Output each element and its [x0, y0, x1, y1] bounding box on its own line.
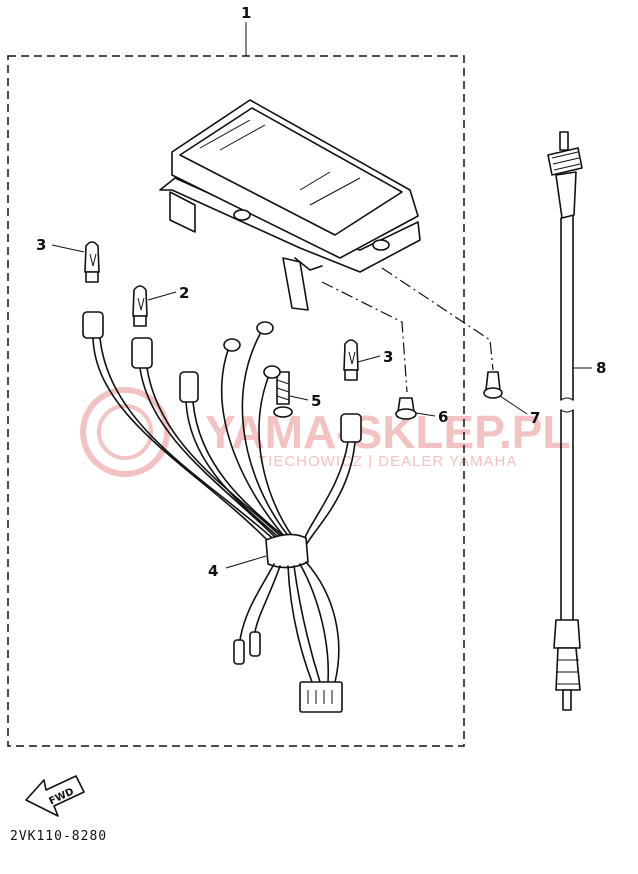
cable-upper-section: [560, 215, 574, 401]
ring-terminal-1: [223, 338, 241, 352]
callout-2-label: 2: [179, 284, 189, 302]
bulb-2: [132, 285, 148, 327]
callout-7-label: 7: [530, 409, 540, 427]
grommet-7: [483, 371, 503, 399]
callout-3-right: 3: [357, 348, 393, 366]
cable-core-tip: [559, 131, 569, 151]
watermark-logo: [80, 387, 170, 477]
align-line-6: [321, 281, 408, 393]
callout-3-left: 3: [36, 236, 85, 254]
align-line-7: [381, 267, 494, 371]
callout-3b-label: 3: [383, 348, 393, 366]
meter-cable-boss: [282, 257, 309, 311]
callout-5-label: 5: [311, 392, 321, 410]
meter-assembly: [159, 99, 421, 311]
callout-3a-label: 3: [36, 236, 46, 254]
meter-lens-glare: [199, 119, 361, 206]
screw-6: [395, 397, 417, 420]
meter-lens: [179, 107, 403, 236]
assembly-label: 1: [241, 4, 251, 22]
speedometer-cable: [547, 131, 583, 711]
watermark: YAMA-SKLEP.PL TIECHOWICZ | DEALER YAMAHA: [80, 387, 571, 477]
drawing-code: 2VK110-8280: [10, 829, 107, 844]
bulb-3-left: [84, 241, 100, 283]
watermark-sub-text: TIECHOWICZ | DEALER YAMAHA: [258, 453, 517, 470]
harness-clamp: [265, 533, 309, 569]
mount-hole-right: [372, 239, 390, 251]
meter-side-tab: [169, 191, 196, 233]
callout-7: 7: [499, 395, 540, 427]
bullet-connector-1: [233, 639, 245, 665]
callout-4-label: 4: [208, 562, 218, 580]
cable-end-tip: [562, 689, 572, 711]
forward-arrow-icon: [25, 775, 85, 817]
watermark-main-text: YAMA-SKLEP.PL: [205, 406, 571, 458]
screw-5: [273, 371, 293, 418]
meter-boss-thread: [294, 257, 323, 271]
cable-ferrule-top: [555, 171, 577, 219]
forward-arrow: FWD: [25, 775, 85, 817]
assembly-boundary: [7, 55, 465, 747]
callout-6: 6: [415, 408, 448, 426]
ring-terminal-2: [256, 321, 274, 335]
harness-coupler: [299, 681, 343, 713]
callout-4: 4: [208, 555, 267, 580]
cable-ferrule-bottom: [553, 619, 581, 649]
socket-2: [131, 337, 153, 369]
callout-2: 2: [147, 284, 189, 302]
watermark-logo-inner: [97, 404, 153, 460]
cable-nut-bottom: [555, 647, 581, 691]
callout-8: 8: [574, 359, 606, 377]
socket-1: [82, 311, 104, 339]
callout-8-label: 8: [596, 359, 606, 377]
callout-6-label: 6: [438, 408, 448, 426]
socket-4: [340, 413, 362, 443]
cable-lower-section: [560, 409, 574, 621]
bulb-3-right: [343, 339, 359, 381]
ring-terminal-3: [263, 365, 281, 379]
callout-5: 5: [289, 392, 321, 410]
mount-hole-left: [233, 209, 251, 221]
bullet-connector-2: [249, 631, 261, 657]
meter-case: [171, 99, 419, 259]
wire-harness: [82, 311, 362, 713]
socket-3: [179, 371, 199, 403]
